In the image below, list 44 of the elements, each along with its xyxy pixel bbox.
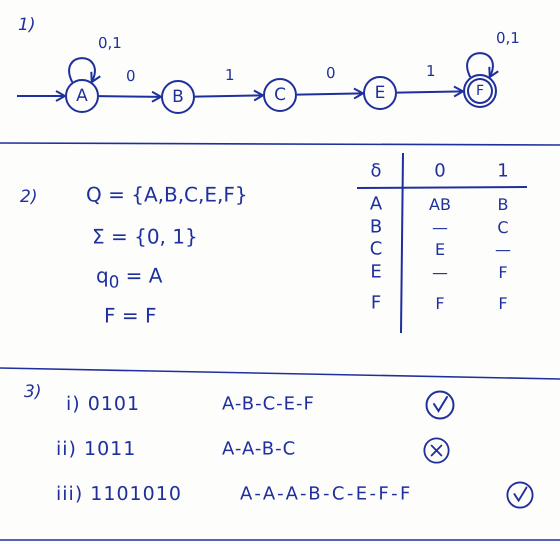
input-string: iii) 1101010	[56, 484, 182, 506]
state-sequence: A-A-B-C	[222, 440, 296, 460]
table-cell: E	[434, 240, 446, 260]
state-circle: A	[65, 79, 99, 113]
set-definition: Σ = {0, 1}	[92, 226, 198, 248]
state-circle: E	[363, 76, 397, 110]
table-cell: —	[495, 240, 511, 260]
table-header: B	[370, 218, 382, 238]
question-number: 1)	[18, 16, 36, 36]
self-loop-arrow	[466, 52, 499, 78]
table-header: A	[370, 194, 382, 216]
table-header: F	[370, 294, 382, 314]
transition-arrow	[296, 88, 364, 100]
table-cell: F	[498, 264, 508, 282]
question-number: 2)	[20, 188, 38, 208]
table-header: C	[370, 240, 382, 260]
input-string: i) 0101	[66, 394, 140, 416]
transition-arrow	[194, 90, 264, 102]
table-header: E	[370, 262, 382, 284]
edge-label: 0	[124, 66, 138, 84]
state-circle: C	[263, 78, 297, 112]
set-definition: F = F	[104, 304, 156, 328]
table-cell: —	[432, 218, 448, 238]
question-number: 3)	[24, 383, 42, 403]
table-cell: F	[498, 294, 508, 314]
state-sequence: A-B-C-E-F	[222, 394, 315, 416]
table-cell: F	[435, 294, 445, 314]
table-header: δ	[370, 162, 382, 182]
table-header: 1	[497, 162, 509, 182]
table-cell: —	[432, 264, 448, 282]
state-circle: B	[161, 80, 195, 114]
state-sequence: A-A-A-B-C-E-F-F	[240, 484, 413, 506]
accepting-state-circle: F	[463, 74, 497, 108]
self-loop-arrow	[68, 57, 101, 84]
transition-arrow	[17, 90, 66, 102]
transition-arrow	[396, 86, 464, 98]
transition-arrow	[98, 90, 162, 103]
set-definition: Q = {A,B,C,E,F}	[86, 184, 248, 206]
input-string: ii) 1011	[56, 439, 136, 461]
table-cell: C	[497, 218, 509, 238]
table-header: 0	[434, 162, 446, 182]
table-cell: B	[498, 196, 508, 214]
table-cell: AB	[429, 196, 451, 214]
set-definition: q$_{0}$ = A	[96, 264, 162, 292]
